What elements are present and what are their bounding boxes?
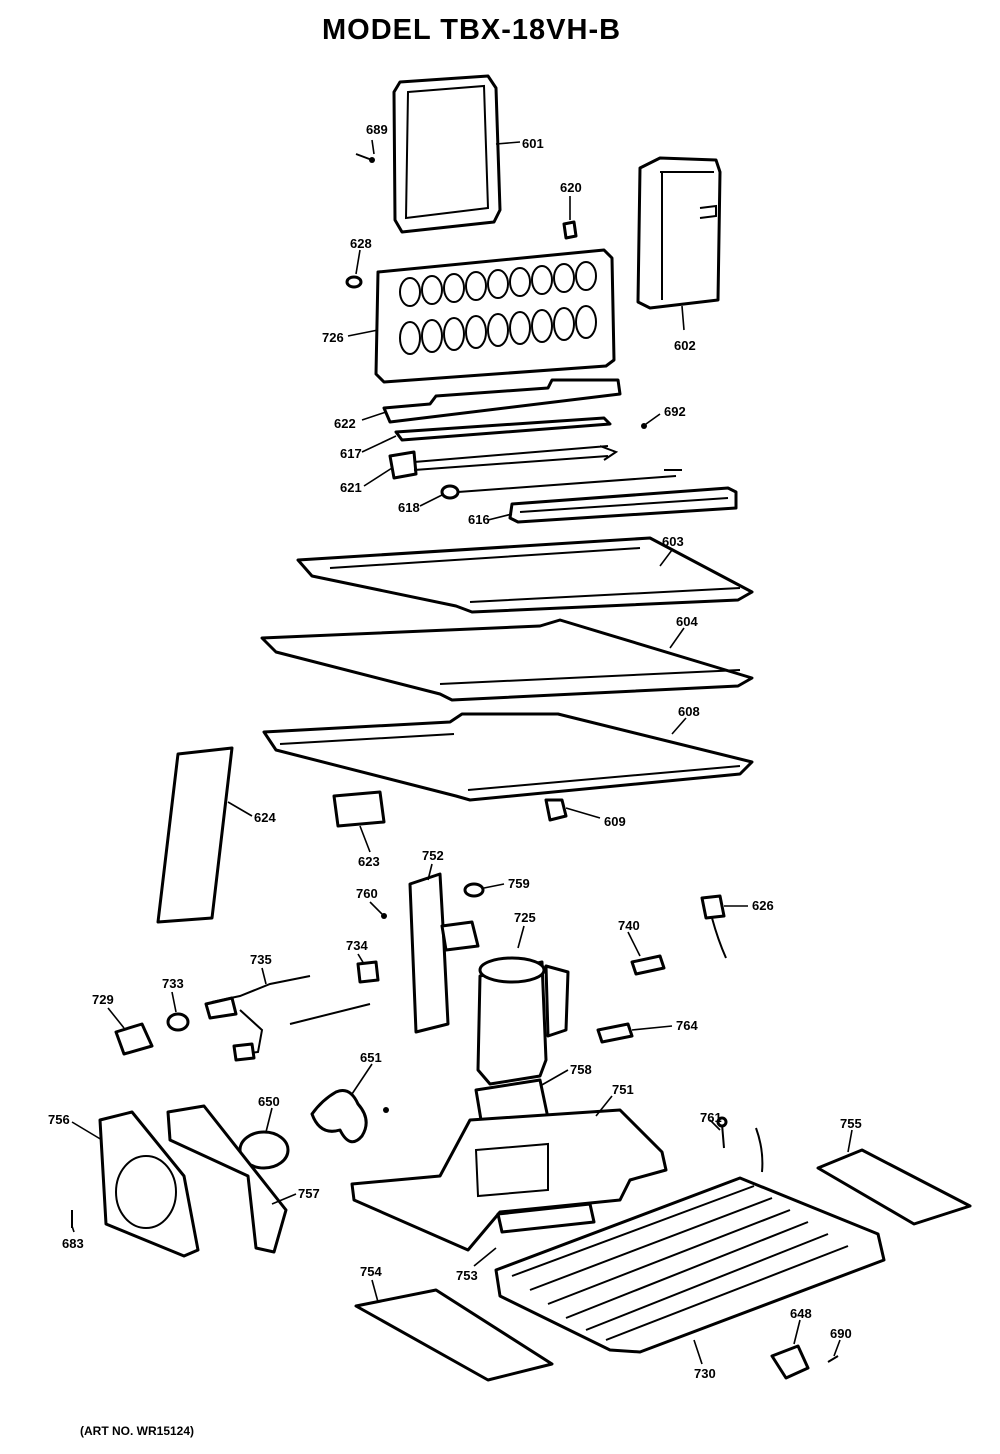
callout-603: 603 (662, 534, 684, 549)
callout-759: 759 (508, 876, 530, 891)
part-690-screw (827, 1355, 839, 1363)
part-601-cover-panel (392, 74, 502, 234)
page-title: MODEL TBX-18VH-B (322, 14, 622, 46)
callout-683: 683 (62, 1236, 84, 1251)
part-764-clip (596, 1022, 634, 1044)
part-621-terminal-bracket (388, 445, 619, 480)
callout-730: 730 (694, 1366, 716, 1381)
callout-624: 624 (254, 810, 276, 825)
callout-616: 616 (468, 512, 490, 527)
callout-755: 755 (840, 1116, 862, 1131)
callout-734: 734 (346, 938, 368, 953)
callout-623: 623 (358, 854, 380, 869)
callout-650: 650 (258, 1094, 280, 1109)
part-729-cover (114, 1022, 154, 1056)
callout-620: 620 (560, 180, 582, 195)
callout-692: 692 (664, 404, 686, 419)
part-752-bracket (408, 872, 480, 1034)
callout-753: 753 (456, 1268, 478, 1283)
part-618-heater-end (440, 469, 682, 500)
callout-726: 726 (322, 330, 344, 345)
callout-733: 733 (162, 976, 184, 991)
part-755-insulation (816, 1148, 972, 1226)
callout-751: 751 (612, 1082, 634, 1097)
callout-608: 608 (678, 704, 700, 719)
callout-690: 690 (830, 1326, 852, 1341)
part-651-fan-blade (310, 1089, 389, 1144)
callout-651: 651 (360, 1050, 382, 1065)
part-760-screw (381, 913, 387, 919)
part-626-relay (700, 894, 727, 959)
part-617-heater (394, 416, 612, 442)
callout-628: 628 (350, 236, 372, 251)
callout-617: 617 (340, 446, 362, 461)
part-726-evaporator (374, 248, 616, 384)
part-751-base (350, 1108, 668, 1252)
callout-735: 735 (250, 952, 272, 967)
part-735-wiring (204, 975, 371, 1062)
part-620-clip (562, 220, 578, 240)
callout-618: 618 (398, 500, 420, 515)
part-604-shelf (260, 618, 754, 702)
callout-756: 756 (48, 1112, 70, 1127)
part-603-shelf (296, 536, 754, 614)
part-692-screw (641, 423, 647, 429)
leader-lines (71, 139, 853, 1365)
callout-757: 757 (298, 1186, 320, 1201)
callout-740: 740 (618, 918, 640, 933)
part-624-panel (156, 746, 234, 924)
part-689-screw (355, 153, 375, 163)
callout-764: 764 (676, 1018, 698, 1033)
part-608-drip-tray (262, 712, 754, 802)
callout-752: 752 (422, 848, 444, 863)
callout-689: 689 (366, 122, 388, 137)
part-628-cap (345, 275, 363, 289)
part-602-duct-cover (636, 156, 722, 310)
part-740-clip (630, 954, 666, 976)
part-616-channel (508, 486, 738, 524)
part-759-grommet (463, 882, 485, 898)
part-754-pad (354, 1288, 554, 1382)
callout-622: 622 (334, 416, 356, 431)
callout-601: 601 (522, 136, 544, 151)
part-753-rail (496, 1202, 596, 1234)
part-622-bracket (382, 378, 622, 424)
part-609-drain-fitting (544, 798, 568, 822)
part-757-baffle (166, 1104, 288, 1254)
part-761-tube (716, 1116, 728, 1149)
part-648-foot (770, 1344, 810, 1380)
callout-725: 725 (514, 910, 536, 925)
art-number: (ART NO. WR15124) (80, 1424, 195, 1438)
part-725-compressor (476, 956, 570, 1086)
callout-609: 609 (604, 814, 626, 829)
part-730-condenser (494, 1127, 886, 1354)
callout-758: 758 (570, 1062, 592, 1077)
callout-602: 602 (674, 338, 696, 353)
callout-760: 760 (356, 886, 378, 901)
callout-626: 626 (752, 898, 774, 913)
part-623-label (332, 790, 386, 828)
callout-648: 648 (790, 1306, 812, 1321)
callout-761: 761 (700, 1110, 722, 1125)
callout-621: 621 (340, 480, 362, 495)
callout-604: 604 (676, 614, 698, 629)
part-734-capacitor (356, 960, 380, 984)
part-733-overload (166, 1012, 190, 1032)
part-756-fan-shroud (98, 1110, 200, 1258)
callout-729: 729 (92, 992, 114, 1007)
callout-754: 754 (360, 1264, 382, 1279)
